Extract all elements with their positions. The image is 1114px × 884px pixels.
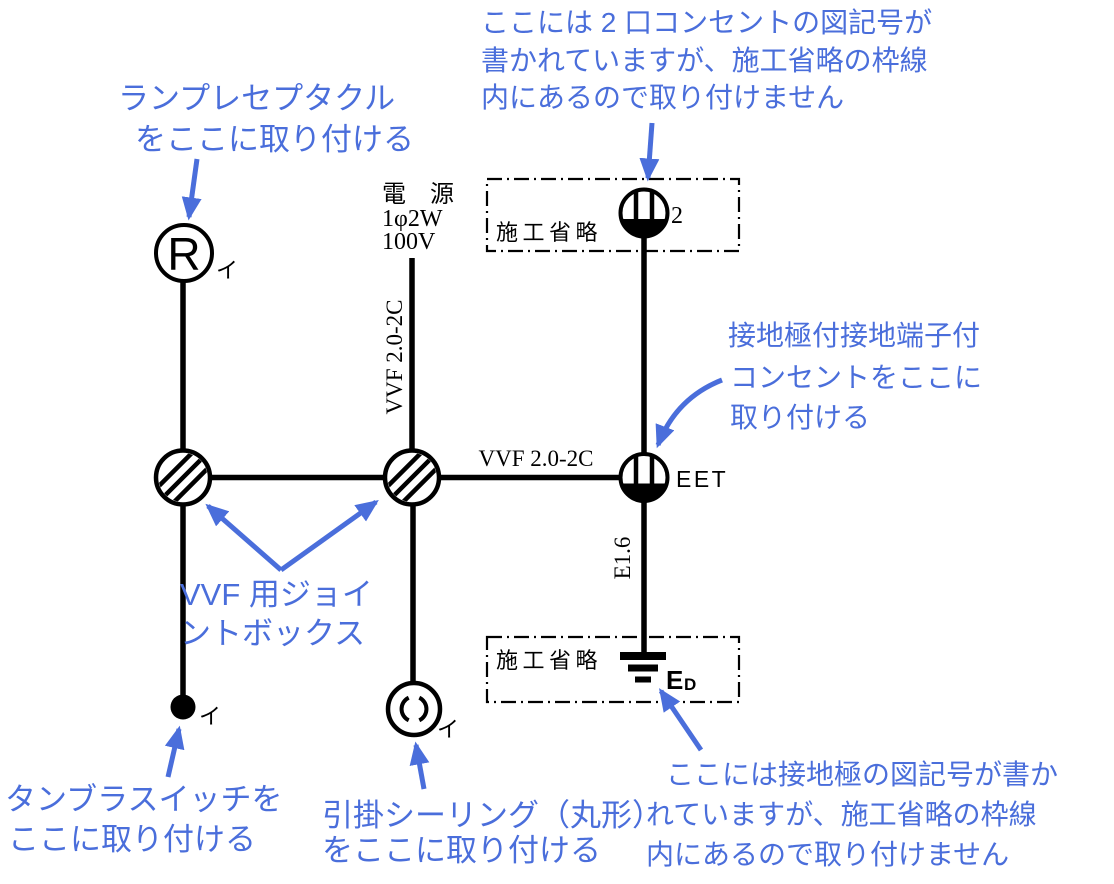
note-ceiling-rose: 引掛シーリング（丸形） をここに取り付ける bbox=[322, 798, 663, 868]
ground-bar-1 bbox=[620, 652, 666, 660]
note-ground-line2: れていますが、施工省略の枠線 bbox=[646, 799, 1037, 830]
ground-electrode-label: E D bbox=[666, 665, 696, 695]
cable-label-vvf-vertical: VVF 2.0-2C bbox=[382, 299, 407, 414]
ceiling-rose-arc-right bbox=[418, 695, 429, 723]
note-tumbler-switch: タンブラスイッチを ここに取り付ける bbox=[5, 782, 282, 857]
note-jointbox: VVF 用ジョイ ントボックス bbox=[180, 577, 373, 651]
note-eet-line2: コンセントをここに bbox=[730, 362, 982, 393]
note-outlet2-line3: 内にあるので取り付けません bbox=[481, 82, 844, 113]
ceiling-rose-arc-left bbox=[399, 695, 410, 723]
joint-box-2-symbol bbox=[382, 448, 442, 507]
outlet-2port-fill bbox=[621, 219, 667, 237]
ground-label-sub: D bbox=[684, 675, 696, 694]
lamp-receptacle-symbol: R イ bbox=[154, 223, 238, 283]
tumbler-switch-symbol bbox=[170, 694, 196, 720]
arrow-to-tumbler-switch bbox=[164, 725, 185, 778]
note-lamp-line2: をここに取り付ける bbox=[135, 122, 414, 157]
cable-label-vvf-horizontal: VVF 2.0-2C bbox=[478, 446, 593, 471]
note-ground-line3: 内にあるので取り付けません bbox=[646, 839, 1009, 870]
arrow-to-jointbox2 bbox=[279, 499, 379, 573]
arrow-to-ceiling-rose bbox=[409, 741, 430, 790]
eet-outlet-label: EET bbox=[676, 466, 728, 492]
joint-box-2-hatch bbox=[382, 448, 442, 507]
power-source-name: 電 源 bbox=[382, 181, 454, 208]
note-ceiling-line1: 引掛シーリング（丸形） bbox=[322, 798, 663, 833]
ground-label-main: E bbox=[666, 665, 683, 695]
eet-outlet-fill bbox=[621, 483, 667, 501]
omission-box-top-label: 施工省略 bbox=[496, 220, 602, 245]
arrow-to-ground-electrode bbox=[658, 688, 704, 752]
note-switch-line2: ここに取り付ける bbox=[8, 822, 256, 857]
note-jointbox-line2: ントボックス bbox=[180, 616, 365, 651]
note-ground-electrode: ここには接地極の図記号が書か れていますが、施工省略の枠線 内にあるので取り付け… bbox=[646, 759, 1058, 870]
note-eet-outlet: 接地極付接地端子付 コンセントをここに 取り付ける bbox=[728, 320, 982, 433]
joint-box-1-symbol bbox=[153, 448, 213, 507]
note-ground-line1: ここには接地極の図記号が書か bbox=[666, 759, 1058, 790]
outlet-2port-count-label: 2 bbox=[671, 203, 683, 229]
ceiling-rose-symbol bbox=[385, 680, 443, 738]
note-eet-line3: 取り付ける bbox=[730, 402, 870, 433]
arrow-to-outlet-2port bbox=[639, 122, 660, 182]
lamp-receptacle-circuit-mark: イ bbox=[216, 258, 238, 283]
ground-bar-2 bbox=[628, 664, 658, 672]
ground-electrode-symbol bbox=[620, 652, 666, 683]
tumbler-switch-circuit-mark: イ bbox=[199, 704, 221, 729]
annotation-arrows bbox=[164, 122, 723, 790]
note-lamp-receptacle: ランプレセプタクル をここに取り付ける bbox=[118, 81, 414, 157]
omission-box-bottom bbox=[485, 635, 741, 704]
power-source-label: 電 源 1φ2W 100V bbox=[382, 181, 454, 255]
note-ceiling-line2: をここに取り付ける bbox=[322, 833, 601, 868]
power-source-voltage: 100V bbox=[382, 229, 436, 255]
joint-box-1-hatch bbox=[153, 448, 213, 507]
omission-box-bottom-label: 施工省略 bbox=[496, 648, 602, 673]
ground-bar-3 bbox=[635, 676, 651, 683]
lamp-receptacle-letter: R bbox=[167, 228, 200, 280]
note-jointbox-line1: VVF 用ジョイ bbox=[180, 577, 373, 612]
outlet-2port-symbol bbox=[618, 187, 670, 239]
eet-outlet-symbol bbox=[618, 452, 670, 503]
note-outlet2-line2: 書かれていますが、施工省略の枠線 bbox=[481, 45, 928, 76]
cable-label-e16: E1.6 bbox=[610, 537, 635, 580]
ceiling-rose-circle bbox=[385, 680, 443, 738]
note-outlet2-line1: ここには 2 口コンセントの図記号が bbox=[481, 7, 932, 38]
note-outlet2: ここには 2 口コンセントの図記号が 書かれていますが、施工省略の枠線 内にある… bbox=[481, 7, 932, 113]
power-source-phase: 1φ2W bbox=[382, 206, 443, 232]
note-eet-line1: 接地極付接地端子付 bbox=[728, 320, 980, 351]
arrow-to-lamp-receptacle bbox=[181, 158, 202, 221]
note-lamp-line1: ランプレセプタクル bbox=[118, 81, 395, 116]
arrow-to-jointbox1 bbox=[205, 503, 283, 572]
arrow-to-eet-outlet bbox=[655, 377, 723, 449]
ceiling-rose-circuit-mark: イ bbox=[437, 717, 459, 742]
lamp-receptacle-circle bbox=[154, 223, 214, 283]
note-switch-line1: タンブラスイッチを bbox=[5, 782, 282, 817]
